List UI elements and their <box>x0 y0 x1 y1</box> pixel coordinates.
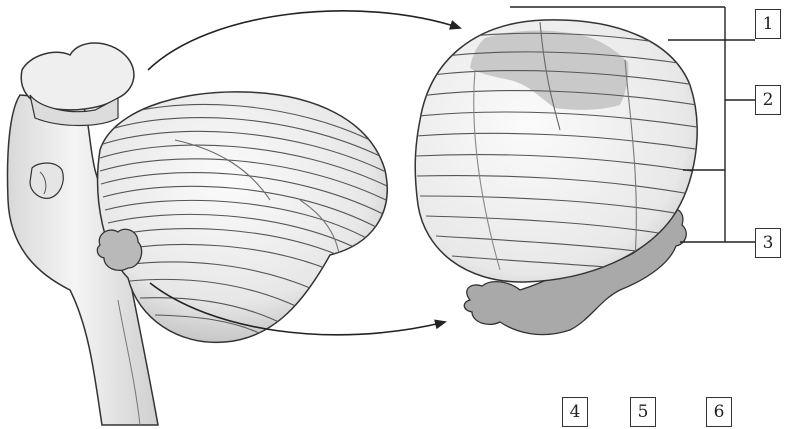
right-cerebellum <box>415 20 704 335</box>
label-box-3: 3 <box>755 228 781 258</box>
label-box-4: 4 <box>562 397 588 427</box>
left-cerebellum <box>97 92 387 343</box>
top-arrow <box>148 11 460 70</box>
label-box-2: 2 <box>755 85 781 115</box>
label-box-5: 5 <box>630 397 656 427</box>
label-box-1: 1 <box>755 9 781 39</box>
label-box-6: 6 <box>706 397 732 427</box>
